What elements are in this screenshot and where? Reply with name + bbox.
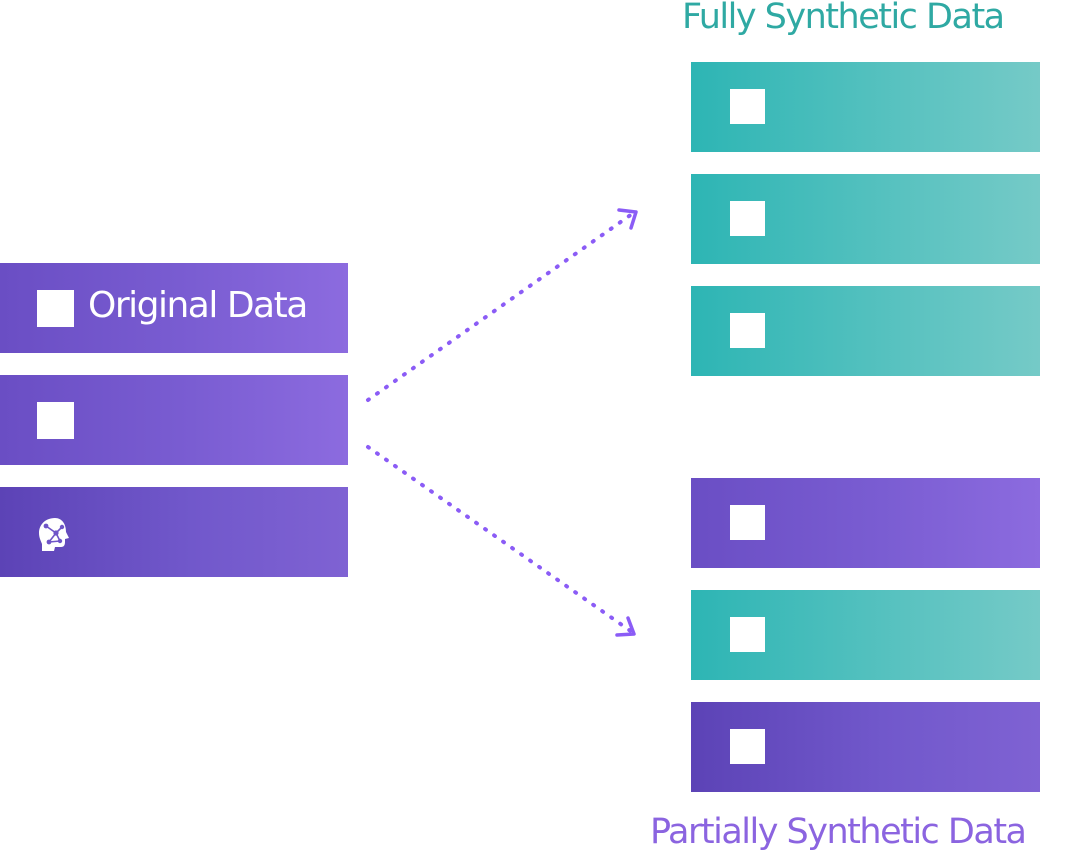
square-icon <box>730 617 765 652</box>
original-row-3 <box>0 487 348 577</box>
square-icon <box>730 729 765 764</box>
arrow-to-partially-synthetic <box>366 445 636 637</box>
original-row-2 <box>0 375 348 465</box>
original-row-1: Original Data <box>0 263 348 353</box>
original-data-label: Original Data <box>88 285 308 326</box>
square-icon <box>730 201 765 236</box>
fully-synthetic-row-2 <box>691 174 1040 264</box>
square-icon <box>730 505 765 540</box>
partially-synthetic-row-2 <box>691 590 1040 680</box>
fully-synthetic-row-3 <box>691 286 1040 376</box>
square-icon <box>730 89 765 124</box>
partially-synthetic-row-3 <box>691 702 1040 792</box>
arrow-to-fully-synthetic <box>366 208 638 402</box>
square-icon <box>37 402 74 439</box>
brain-icon <box>39 518 69 551</box>
square-icon <box>730 313 765 348</box>
fully-synthetic-row-1 <box>691 62 1040 152</box>
fully-synthetic-title: Fully Synthetic Data <box>682 0 1005 37</box>
square-icon <box>37 290 74 327</box>
partially-synthetic-row-1 <box>691 478 1040 568</box>
partially-synthetic-title: Partially Synthetic Data <box>650 812 1027 852</box>
